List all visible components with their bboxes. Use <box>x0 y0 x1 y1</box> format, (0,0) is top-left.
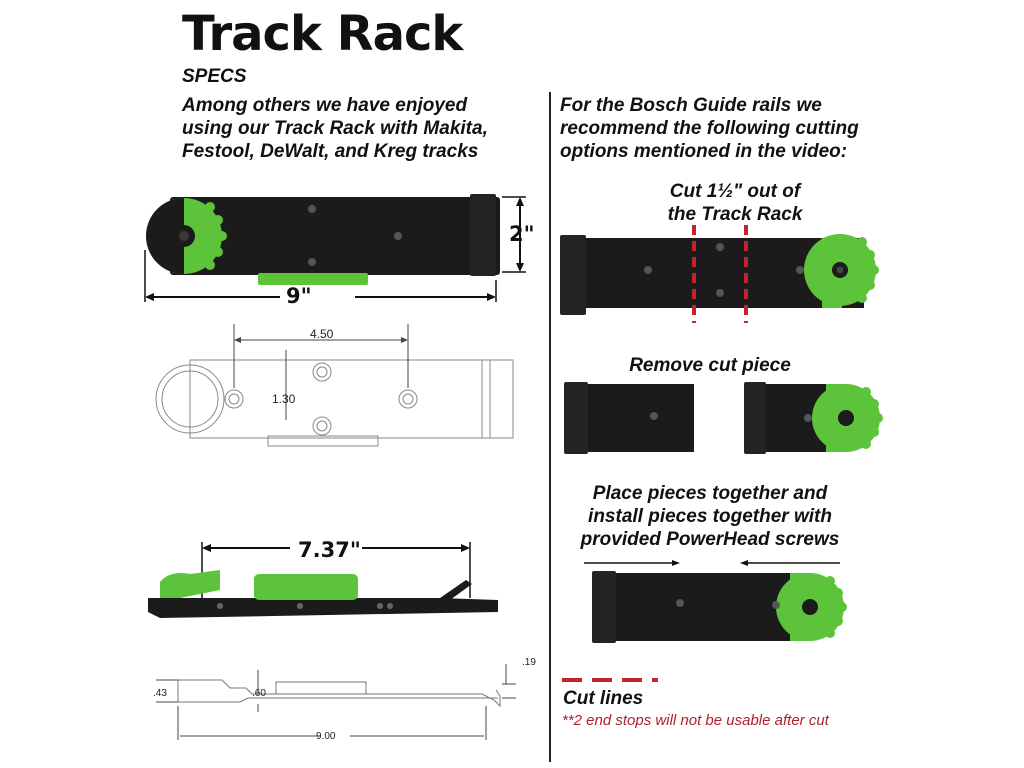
place-caption: Place pieces together and install pieces… <box>560 482 860 551</box>
cut-line-legend-swatch <box>562 678 658 682</box>
cut-caption-line: Cut 1½" out of <box>669 181 801 202</box>
width-dimension: 9" <box>286 284 312 308</box>
track-rack-top-view <box>144 194 526 302</box>
bosch-intro-line: options mentioned in the video: <box>560 141 848 162</box>
intro-line: using our Track Rack with Makita, <box>182 118 488 139</box>
place-caption-line: provided PowerHead screws <box>580 529 840 550</box>
bosch-intro-line: For the Bosch Guide rails we <box>560 95 822 116</box>
intro-text: Among others we have enjoyed using our T… <box>182 94 542 163</box>
height-dimension: 2" <box>509 222 535 246</box>
place-caption-line: Place pieces together and <box>592 483 828 504</box>
specs-heading: SPECS <box>182 66 247 87</box>
technical-drawing-top <box>155 324 514 447</box>
profile-left-dimension: .43 <box>153 688 167 699</box>
cut-lines-legend-label: Cut lines <box>563 688 644 709</box>
bosch-intro-line: recommend the following cutting <box>560 118 859 139</box>
profile-total-dimension: 9.00 <box>316 731 336 742</box>
cut-caption: Cut 1½" out of the Track Rack <box>610 180 860 226</box>
side-length-dimension: 7.37" <box>298 538 361 562</box>
hole-spacing-dimension: 4.50 <box>310 327 334 341</box>
intro-line: Festool, DeWalt, and Kreg tracks <box>182 141 479 162</box>
profile-tip-dimension: .19 <box>522 657 536 668</box>
profile-mid-dimension: .60 <box>252 688 266 699</box>
joined-pieces-diagram <box>584 560 847 643</box>
bosch-intro-text: For the Bosch Guide rails we recommend t… <box>560 94 920 163</box>
column-divider <box>549 92 551 762</box>
removed-pieces-diagram <box>564 382 883 454</box>
track-rack-side-view <box>148 542 498 618</box>
page-title: Track Rack <box>182 6 463 62</box>
hole-offset-dimension: 1.30 <box>272 392 296 406</box>
profile-drawing <box>156 664 516 740</box>
cut-caption-line: the Track Rack <box>667 204 803 225</box>
intro-line: Among others we have enjoyed <box>182 95 468 116</box>
end-stop-note: **2 end stops will not be usable after c… <box>562 712 829 729</box>
place-caption-line: install pieces together with <box>588 506 832 527</box>
cut-diagram <box>560 225 879 323</box>
remove-caption: Remove cut piece <box>629 355 791 376</box>
